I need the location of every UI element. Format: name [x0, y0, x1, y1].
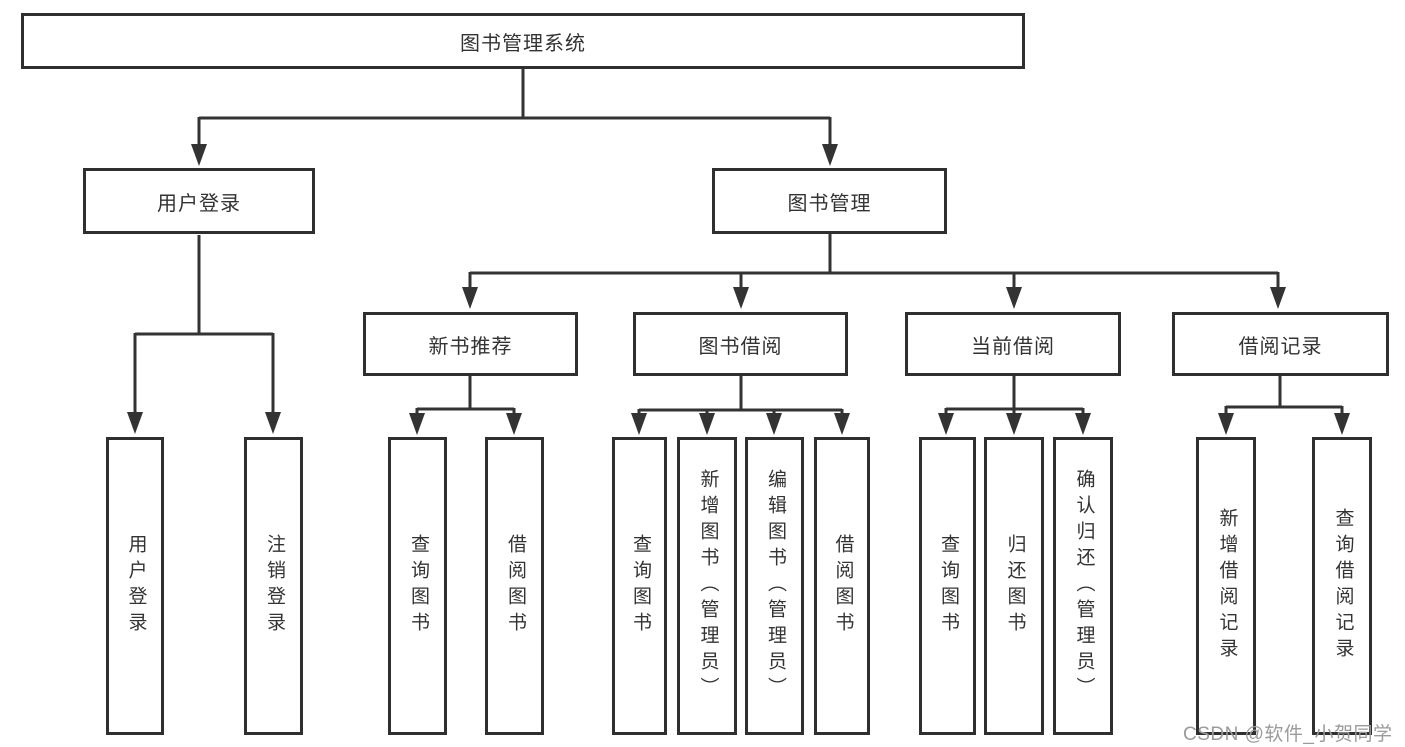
leaf-confirm-return-admin: 确认归还（管理员） [1053, 437, 1113, 735]
arrowheads-records [1218, 413, 1350, 435]
connector-user-login-to-leaves [133, 235, 275, 414]
arrowheads-book-borrow [631, 413, 850, 435]
leaf-logout: 注销登录 [244, 437, 303, 735]
arrowheads-new-book [409, 413, 522, 435]
leaf-user-login: 用户登录 [106, 437, 164, 735]
csdn-watermark: CSDN @软件_小贺同学 [1183, 724, 1393, 745]
node-current-borrowing: 当前借阅 [905, 312, 1121, 376]
node-borrowing-records: 借阅记录 [1172, 312, 1389, 376]
node-book-management: 图书管理 [712, 168, 947, 234]
arrowheads-level2 [191, 144, 838, 166]
leaf-add-borrow-record: 新增借阅记录 [1196, 437, 1256, 735]
connector-records-to-leaves [1224, 376, 1344, 415]
leaf-edit-book-admin: 编辑图书（管理员） [745, 437, 804, 735]
arrowheads-current-borrow [938, 413, 1091, 435]
leaf-borrow-book-newrec: 借阅图书 [485, 437, 544, 735]
connector-current-borrow-to-leaves [944, 376, 1085, 415]
connector-new-book-to-leaves [415, 376, 516, 415]
leaf-add-book-admin: 新增图书（管理员） [677, 437, 737, 735]
connector-book-borrow-to-leaves [637, 376, 844, 415]
leaf-query-book-current: 查询图书 [919, 437, 976, 735]
leaf-query-book-borrow: 查询图书 [612, 437, 667, 735]
arrowheads-level3 [462, 287, 1286, 309]
node-user-login: 用户登录 [83, 168, 315, 234]
leaf-return-book: 归还图书 [984, 437, 1044, 735]
node-root-library-system: 图书管理系统 [21, 13, 1025, 69]
leaf-query-borrow-record: 查询借阅记录 [1312, 437, 1372, 735]
node-book-borrowing: 图书借阅 [633, 312, 848, 376]
leaf-query-book-newrec: 查询图书 [388, 437, 447, 735]
connector-book-mgmt-to-level3 [468, 233, 1280, 289]
node-new-book-recommendation: 新书推荐 [363, 312, 578, 376]
leaf-borrow-book-borrow: 借阅图书 [814, 437, 870, 735]
connector-root-to-level2 [197, 69, 832, 146]
arrowheads-user-login [127, 412, 281, 434]
